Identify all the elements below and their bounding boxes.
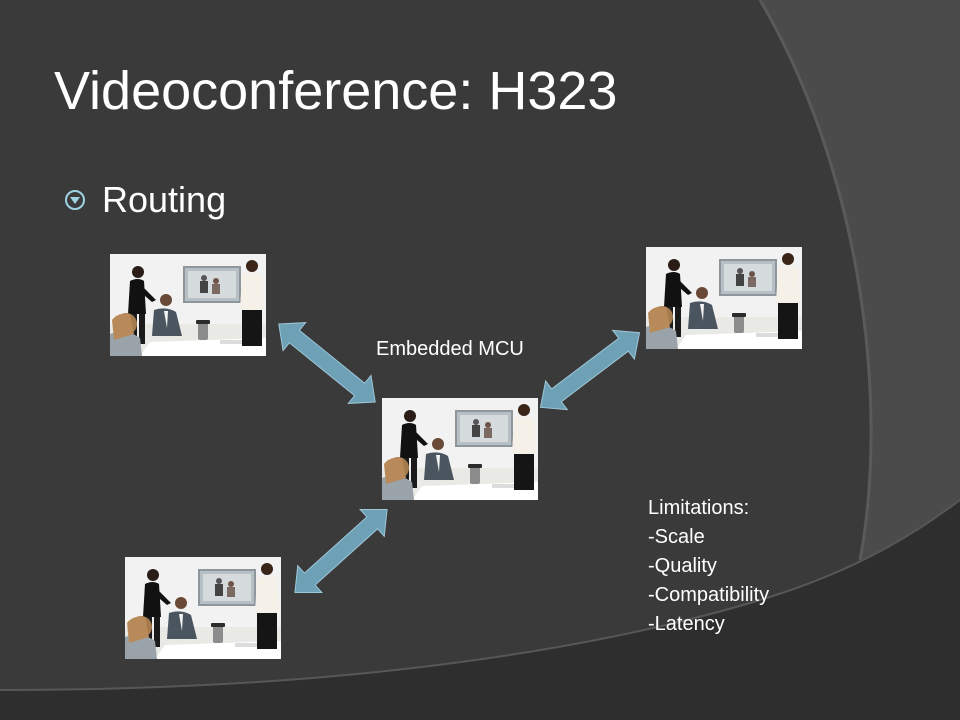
limitation-item: -Scale: [648, 526, 705, 548]
embedded-mcu-label: Embedded MCU: [376, 338, 524, 360]
bullet-item: Routing: [64, 176, 226, 224]
meeting-photo-top-left: [110, 254, 266, 356]
meeting-photo-center-mcu: [382, 398, 538, 500]
limitation-item: -Quality: [648, 555, 717, 577]
circled-arrow-bullet-icon: [65, 190, 85, 210]
bullet-text: Routing: [102, 179, 227, 220]
limitation-item: -Compatibility: [648, 584, 770, 606]
limitations-list: Limitations: -Scale -Quality -Compatibil…: [648, 494, 769, 639]
limitations-heading: Limitations:: [648, 497, 750, 519]
limitation-item: -Latency: [648, 613, 725, 635]
meeting-photo-top-right: [646, 247, 802, 349]
meeting-photo-bottom-left: [125, 557, 281, 659]
slide-title: Videoconference: H323: [54, 61, 618, 121]
